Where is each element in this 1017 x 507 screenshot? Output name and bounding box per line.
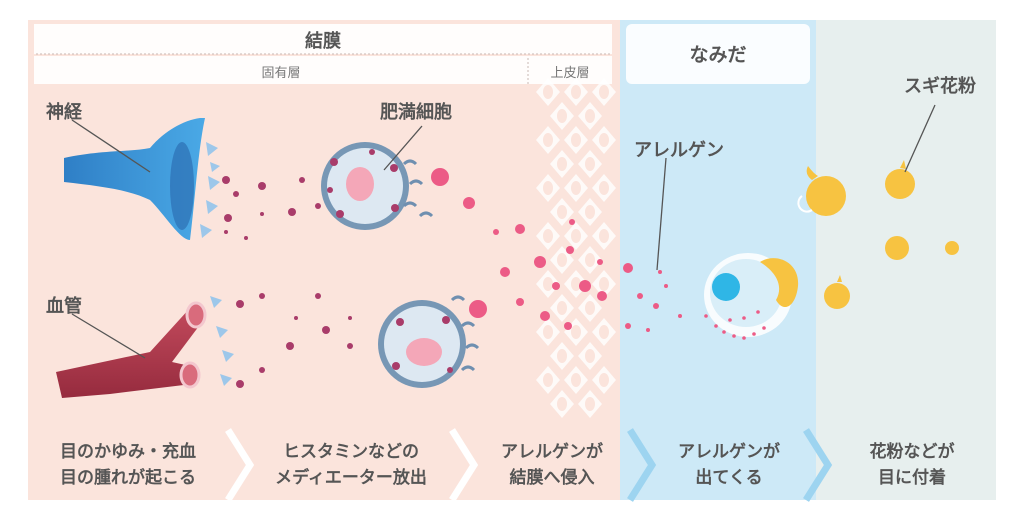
epithelial-cell-nucleus: [557, 349, 567, 363]
epithelial-cell-nucleus: [543, 325, 553, 339]
pollen-releasing-allergen: [704, 253, 799, 340]
epithelial-cell-nucleus: [543, 133, 553, 147]
epithelial-cell-nucleus: [557, 301, 567, 315]
epithelial-cell-nucleus: [585, 397, 595, 411]
epithelial-cell-nucleus: [571, 277, 581, 291]
epithelium-cell-layer: [536, 78, 616, 418]
cedar-pollen-label: スギ花粉: [904, 76, 976, 97]
epithelial-cell-nucleus: [557, 109, 567, 123]
epithelial-cell-nucleus: [599, 325, 609, 339]
epithelial-cell-nucleus: [543, 181, 553, 195]
epithelial-cell-nucleus: [571, 181, 581, 195]
epithelial-cell-nucleus: [585, 157, 595, 171]
layer-header-box: [34, 56, 612, 84]
epithelial-cell-nucleus: [599, 277, 609, 291]
epithelial-cell-nucleus: [571, 85, 581, 99]
blood-vessel-illustration: [56, 296, 234, 398]
tears-header: なみだ: [689, 44, 747, 66]
step-allergen-invades: アレルゲンが 結膜へ侵入: [501, 442, 603, 488]
mast-cell-lower: [378, 295, 487, 388]
step-itching-redness: 目のかゆみ・充血 目の腫れが起こる: [60, 442, 196, 488]
epithelial-cell-nucleus: [585, 205, 595, 219]
epithelium-label: 上皮層: [550, 66, 590, 81]
epithelial-cell-nucleus: [599, 181, 609, 195]
epithelial-cell-nucleus: [599, 133, 609, 147]
step-separators: [225, 428, 833, 502]
cedar-pollen-grains: [797, 160, 959, 309]
tear-region: [620, 20, 816, 430]
mast-cell-upper: [321, 142, 449, 230]
lamina-propria-label: 固有層: [261, 66, 301, 81]
epithelial-cell-nucleus: [585, 109, 595, 123]
epithelial-cell-nucleus: [571, 373, 581, 387]
conjunctiva-header-box: [34, 24, 612, 54]
conjunctiva-header: 結膜: [305, 31, 341, 52]
mediator-particles: [222, 176, 353, 388]
allergen-particles: [463, 197, 682, 332]
outside-region: [816, 20, 996, 430]
blood-vessel-label: 血管: [46, 296, 82, 317]
epithelial-cell-nucleus: [571, 325, 581, 339]
epithelial-cell-nucleus: [543, 373, 553, 387]
nerve-ending-illustration: [64, 118, 220, 240]
epithelial-cell-nucleus: [557, 397, 567, 411]
epithelial-cell-nucleus: [557, 157, 567, 171]
epithelial-cell-nucleus: [543, 229, 553, 243]
epithelial-cell-nucleus: [557, 253, 567, 267]
step-mediator-release: ヒスタミンなどの メディエーター放出: [275, 442, 427, 488]
epithelial-cell-nucleus: [599, 229, 609, 243]
epithelial-cell-nucleus: [557, 205, 567, 219]
epithelial-cell-nucleus: [571, 229, 581, 243]
step-allergen-released: アレルゲンが 出てくる: [678, 442, 780, 488]
epithelial-cell-nucleus: [585, 301, 595, 315]
allergen-label: アレルゲン: [634, 140, 724, 161]
epithelial-cell-nucleus: [599, 373, 609, 387]
epithelial-cell-nucleus: [571, 133, 581, 147]
epithelial-cell-nucleus: [543, 277, 553, 291]
step-pollen-attaches: 花粉などが 目に付着: [869, 442, 955, 488]
epithelial-cell-nucleus: [585, 349, 595, 363]
tears-header-box: [626, 24, 810, 84]
epithelial-cell-nucleus: [543, 85, 553, 99]
mast-cell-label: 肥満細胞: [380, 102, 452, 123]
label-leader-lines: [71, 104, 936, 359]
epithelial-cell-nucleus: [585, 253, 595, 267]
epithelial-cell-nucleus: [599, 85, 609, 99]
nerve-label: 神経: [46, 102, 82, 123]
